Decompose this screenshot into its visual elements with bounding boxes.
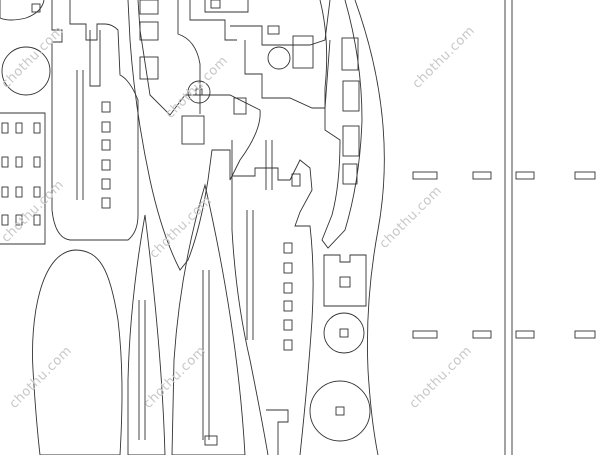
wheel-disc-lower	[309, 380, 371, 442]
frame-block-piece	[323, 254, 367, 307]
fuselage-side-piece-a	[51, 0, 139, 241]
canopy-oval-piece	[32, 249, 123, 455]
fuselage-main-outline	[354, 0, 385, 455]
left-round-disc-top	[0, 0, 45, 21]
wheel-disc-upper	[323, 312, 365, 354]
fuselage-side-piece-b	[127, 0, 261, 271]
wing-sheet-panel	[412, 0, 596, 455]
left-round-disc-upper	[1, 46, 51, 96]
wing-spar-curved	[319, 0, 363, 249]
fuselage-lower-piece	[231, 140, 314, 455]
left-frame-piece	[0, 112, 46, 245]
